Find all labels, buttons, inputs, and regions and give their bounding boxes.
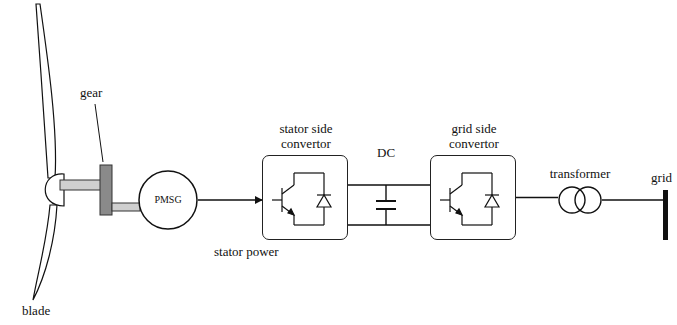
generator-shaft <box>112 203 140 211</box>
generator-circle: PMSG <box>138 170 198 230</box>
igbt-symbol <box>440 173 499 225</box>
gear-leader <box>95 104 103 162</box>
winding-circle <box>559 187 585 213</box>
connector-line <box>602 199 663 200</box>
connector-line <box>516 197 558 198</box>
transformer-symbol: transformer <box>558 186 602 214</box>
node-heading: grid side convertor <box>431 122 517 152</box>
generator-ring <box>139 171 197 229</box>
capacitor-symbol <box>376 185 396 225</box>
node-heading: stator side convertor <box>263 122 349 152</box>
converter-box: stator side convertor <box>262 155 348 240</box>
upper-blade <box>36 4 56 178</box>
winding-circle <box>575 187 601 213</box>
part-label: DC <box>377 146 395 161</box>
node-heading: transformer <box>550 167 611 182</box>
node-label: PMSG <box>154 194 181 206</box>
converter-box: grid side convertor <box>430 155 516 240</box>
transformer-symbol-outline <box>558 186 602 214</box>
connector-line <box>348 185 430 225</box>
lower-blade <box>33 205 57 300</box>
gear-block <box>100 165 112 215</box>
main-shaft <box>60 180 104 190</box>
part-label: gear <box>80 86 102 101</box>
part-label: stator power <box>214 245 279 260</box>
part-label: blade <box>22 304 50 319</box>
node-heading: grid <box>651 171 672 186</box>
grid-bus: grid <box>663 190 668 240</box>
connector-line <box>198 199 262 200</box>
igbt-symbol <box>272 173 331 225</box>
